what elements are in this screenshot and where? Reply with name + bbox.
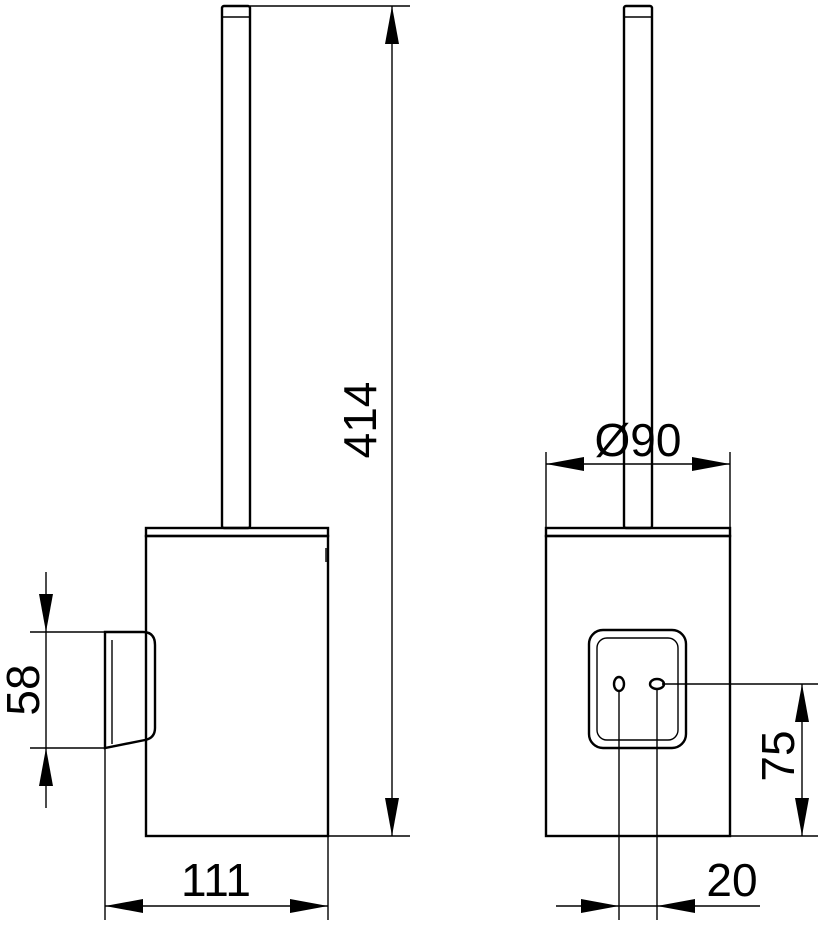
front-wall-plate	[587, 628, 688, 750]
side-view: 414 58 111	[0, 4, 410, 920]
dimension-fixing-75: 75	[752, 684, 809, 836]
dimension-label-58: 58	[0, 664, 49, 715]
side-wall-bracket	[103, 630, 157, 750]
dimension-label-111: 111	[181, 854, 251, 906]
dimension-label-414: 414	[334, 382, 386, 459]
dimension-label-20: 20	[706, 854, 757, 906]
dimension-height-414: 414	[334, 6, 399, 836]
fixing-hole-left	[612, 675, 626, 693]
front-view: Ø90 75 20	[544, 4, 818, 920]
side-container	[144, 534, 330, 838]
dimension-label-75: 75	[752, 730, 804, 781]
dimension-spacing-20: 20	[556, 854, 760, 913]
front-container	[544, 534, 732, 838]
dimension-diameter-90: Ø90	[546, 414, 730, 471]
dimension-depth-111: 111	[105, 854, 328, 913]
side-handle	[220, 4, 252, 530]
dimension-label-90: Ø90	[595, 414, 682, 466]
fixing-hole-right	[648, 677, 666, 691]
dimension-holder-58: 58	[0, 572, 53, 808]
